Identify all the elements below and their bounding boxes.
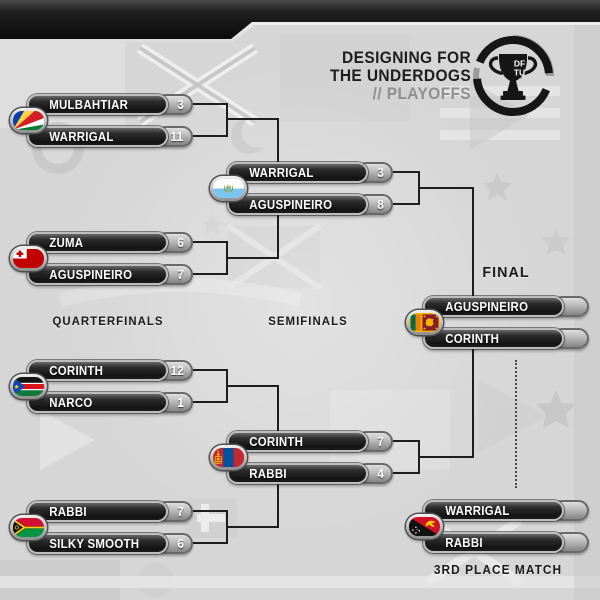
bracket-line: [393, 472, 420, 474]
team-bar: ZUMA: [27, 232, 168, 253]
papua-new-guinea-flag-icon: [406, 514, 443, 539]
event-wordmark: DESIGNING FOR THE UNDERDOGS // PLAYOFFS: [330, 49, 471, 103]
vanuatu-flag-icon: [10, 515, 47, 540]
bracket-line: [393, 440, 420, 442]
round-label-final: FINAL: [482, 264, 530, 281]
bracket-line: [472, 187, 474, 296]
team-name: SILKY SMOOTH: [49, 536, 140, 551]
team-bar: WARRIGAL: [27, 126, 168, 147]
team-name: WARRIGAL: [445, 503, 510, 518]
match-quarterfinal-4: 7 RABBI 6 SILKY SMOOTH: [10, 501, 194, 554]
bracket-line: [193, 273, 226, 275]
team-name: CORINTH: [49, 363, 104, 378]
team-name: AGUSPINEIRO: [445, 299, 529, 314]
team-bar: RABBI: [423, 532, 564, 553]
bracket-line: [193, 542, 226, 544]
wordmark-subtitle: // PLAYOFFS: [372, 85, 471, 103]
round-label-semifinals: SEMIFINALS: [268, 314, 348, 328]
south-sudan-flag-icon: [10, 374, 47, 399]
score-value: 1: [177, 395, 184, 410]
round-label-quarterfinals: QUARTERFINALS: [52, 314, 164, 328]
match-semifinal-1: 3 WARRIGAL 8 AGUSPINEIRO: [210, 162, 394, 215]
match-third-place: WARRIGAL RABBI: [406, 500, 590, 553]
match-quarterfinal-3: 12 CORINTH 1 NARCO: [10, 360, 194, 413]
score-value: 7: [377, 434, 384, 449]
bracket-line: [226, 526, 279, 528]
bracket-line: [226, 385, 279, 387]
team-bar: WARRIGAL: [227, 162, 368, 183]
bracket-line: [393, 203, 420, 205]
score-value: 6: [177, 536, 184, 551]
bracket-line: [277, 385, 279, 433]
bracket-line: [472, 349, 474, 458]
team-bar: AGUSPINEIRO: [27, 264, 168, 285]
team-bar: AGUSPINEIRO: [227, 194, 368, 215]
team-name: AGUSPINEIRO: [249, 197, 333, 212]
team-bar: CORINTH: [227, 431, 368, 452]
san-marino-flag-icon: [210, 176, 247, 201]
team-name: WARRIGAL: [49, 129, 114, 144]
score-value: 11: [170, 129, 184, 144]
bracket-line: [226, 103, 228, 137]
bracket-line: [193, 401, 226, 403]
team-bar: CORINTH: [27, 360, 168, 381]
third-place-dotted-line: [515, 360, 517, 488]
team-bar: RABBI: [227, 463, 368, 484]
score-value: 4: [377, 466, 384, 481]
team-name: AGUSPINEIRO: [49, 267, 133, 282]
team-name: RABBI: [249, 466, 287, 481]
match-semifinal-2: 7 CORINTH 4 RABBI: [210, 431, 394, 484]
score-value: 12: [170, 363, 184, 378]
match-quarterfinal-1: 3 MULBAHTIAR 11 WARRIGAL: [10, 94, 194, 147]
bracket-line: [277, 118, 279, 164]
dftu-trophy-logo-icon: DF TU: [473, 35, 554, 116]
score-value: 3: [177, 97, 184, 112]
mongolia-flag-icon: [210, 445, 247, 470]
score-value: 7: [177, 504, 184, 519]
logo-monogram-top: DF: [514, 59, 525, 69]
score-value: 3: [377, 165, 384, 180]
wordmark-line1: DESIGNING FOR: [342, 49, 471, 67]
team-name: NARCO: [49, 395, 93, 410]
team-bar: SILKY SMOOTH: [27, 533, 168, 554]
match-final: AGUSPINEIRO CORINTH: [406, 296, 590, 349]
sri-lanka-flag-icon: [406, 310, 443, 335]
team-name: RABBI: [49, 504, 87, 519]
bracket-line: [193, 103, 226, 105]
team-name: ZUMA: [49, 235, 84, 250]
bracket-line: [226, 257, 279, 259]
team-bar: NARCO: [27, 392, 168, 413]
team-name: WARRIGAL: [249, 165, 314, 180]
bracket-line: [277, 483, 279, 528]
team-name: CORINTH: [445, 331, 500, 346]
score-value: 8: [377, 197, 384, 212]
team-bar: CORINTH: [423, 328, 564, 349]
seychelles-flag-icon: [10, 108, 47, 133]
round-label-third-place: 3RD PLACE MATCH: [433, 563, 563, 577]
bracket-line: [277, 214, 279, 259]
bracket-line: [193, 510, 226, 512]
team-name: MULBAHTIAR: [49, 97, 129, 112]
bracket-line: [418, 456, 474, 458]
bracket-line: [393, 171, 420, 173]
team-bar: MULBAHTIAR: [27, 94, 168, 115]
team-bar: WARRIGAL: [423, 500, 564, 521]
bracket-line: [193, 241, 226, 243]
bracket-line: [193, 135, 226, 137]
team-name: RABBI: [445, 535, 483, 550]
score-value: 6: [177, 235, 184, 250]
bracket-line: [418, 187, 474, 189]
match-quarterfinal-2: 6 ZUMA 7 AGUSPINEIRO: [10, 232, 194, 285]
team-bar: AGUSPINEIRO: [423, 296, 564, 317]
logo-monogram-bottom: TU: [514, 68, 525, 78]
bracket-line: [193, 369, 226, 371]
bracket-line: [226, 118, 279, 120]
score-value: 7: [177, 267, 184, 282]
team-name: CORINTH: [249, 434, 304, 449]
team-bar: RABBI: [27, 501, 168, 522]
wordmark-line2: THE UNDERDOGS: [329, 67, 471, 85]
tonga-flag-icon: [10, 246, 47, 271]
